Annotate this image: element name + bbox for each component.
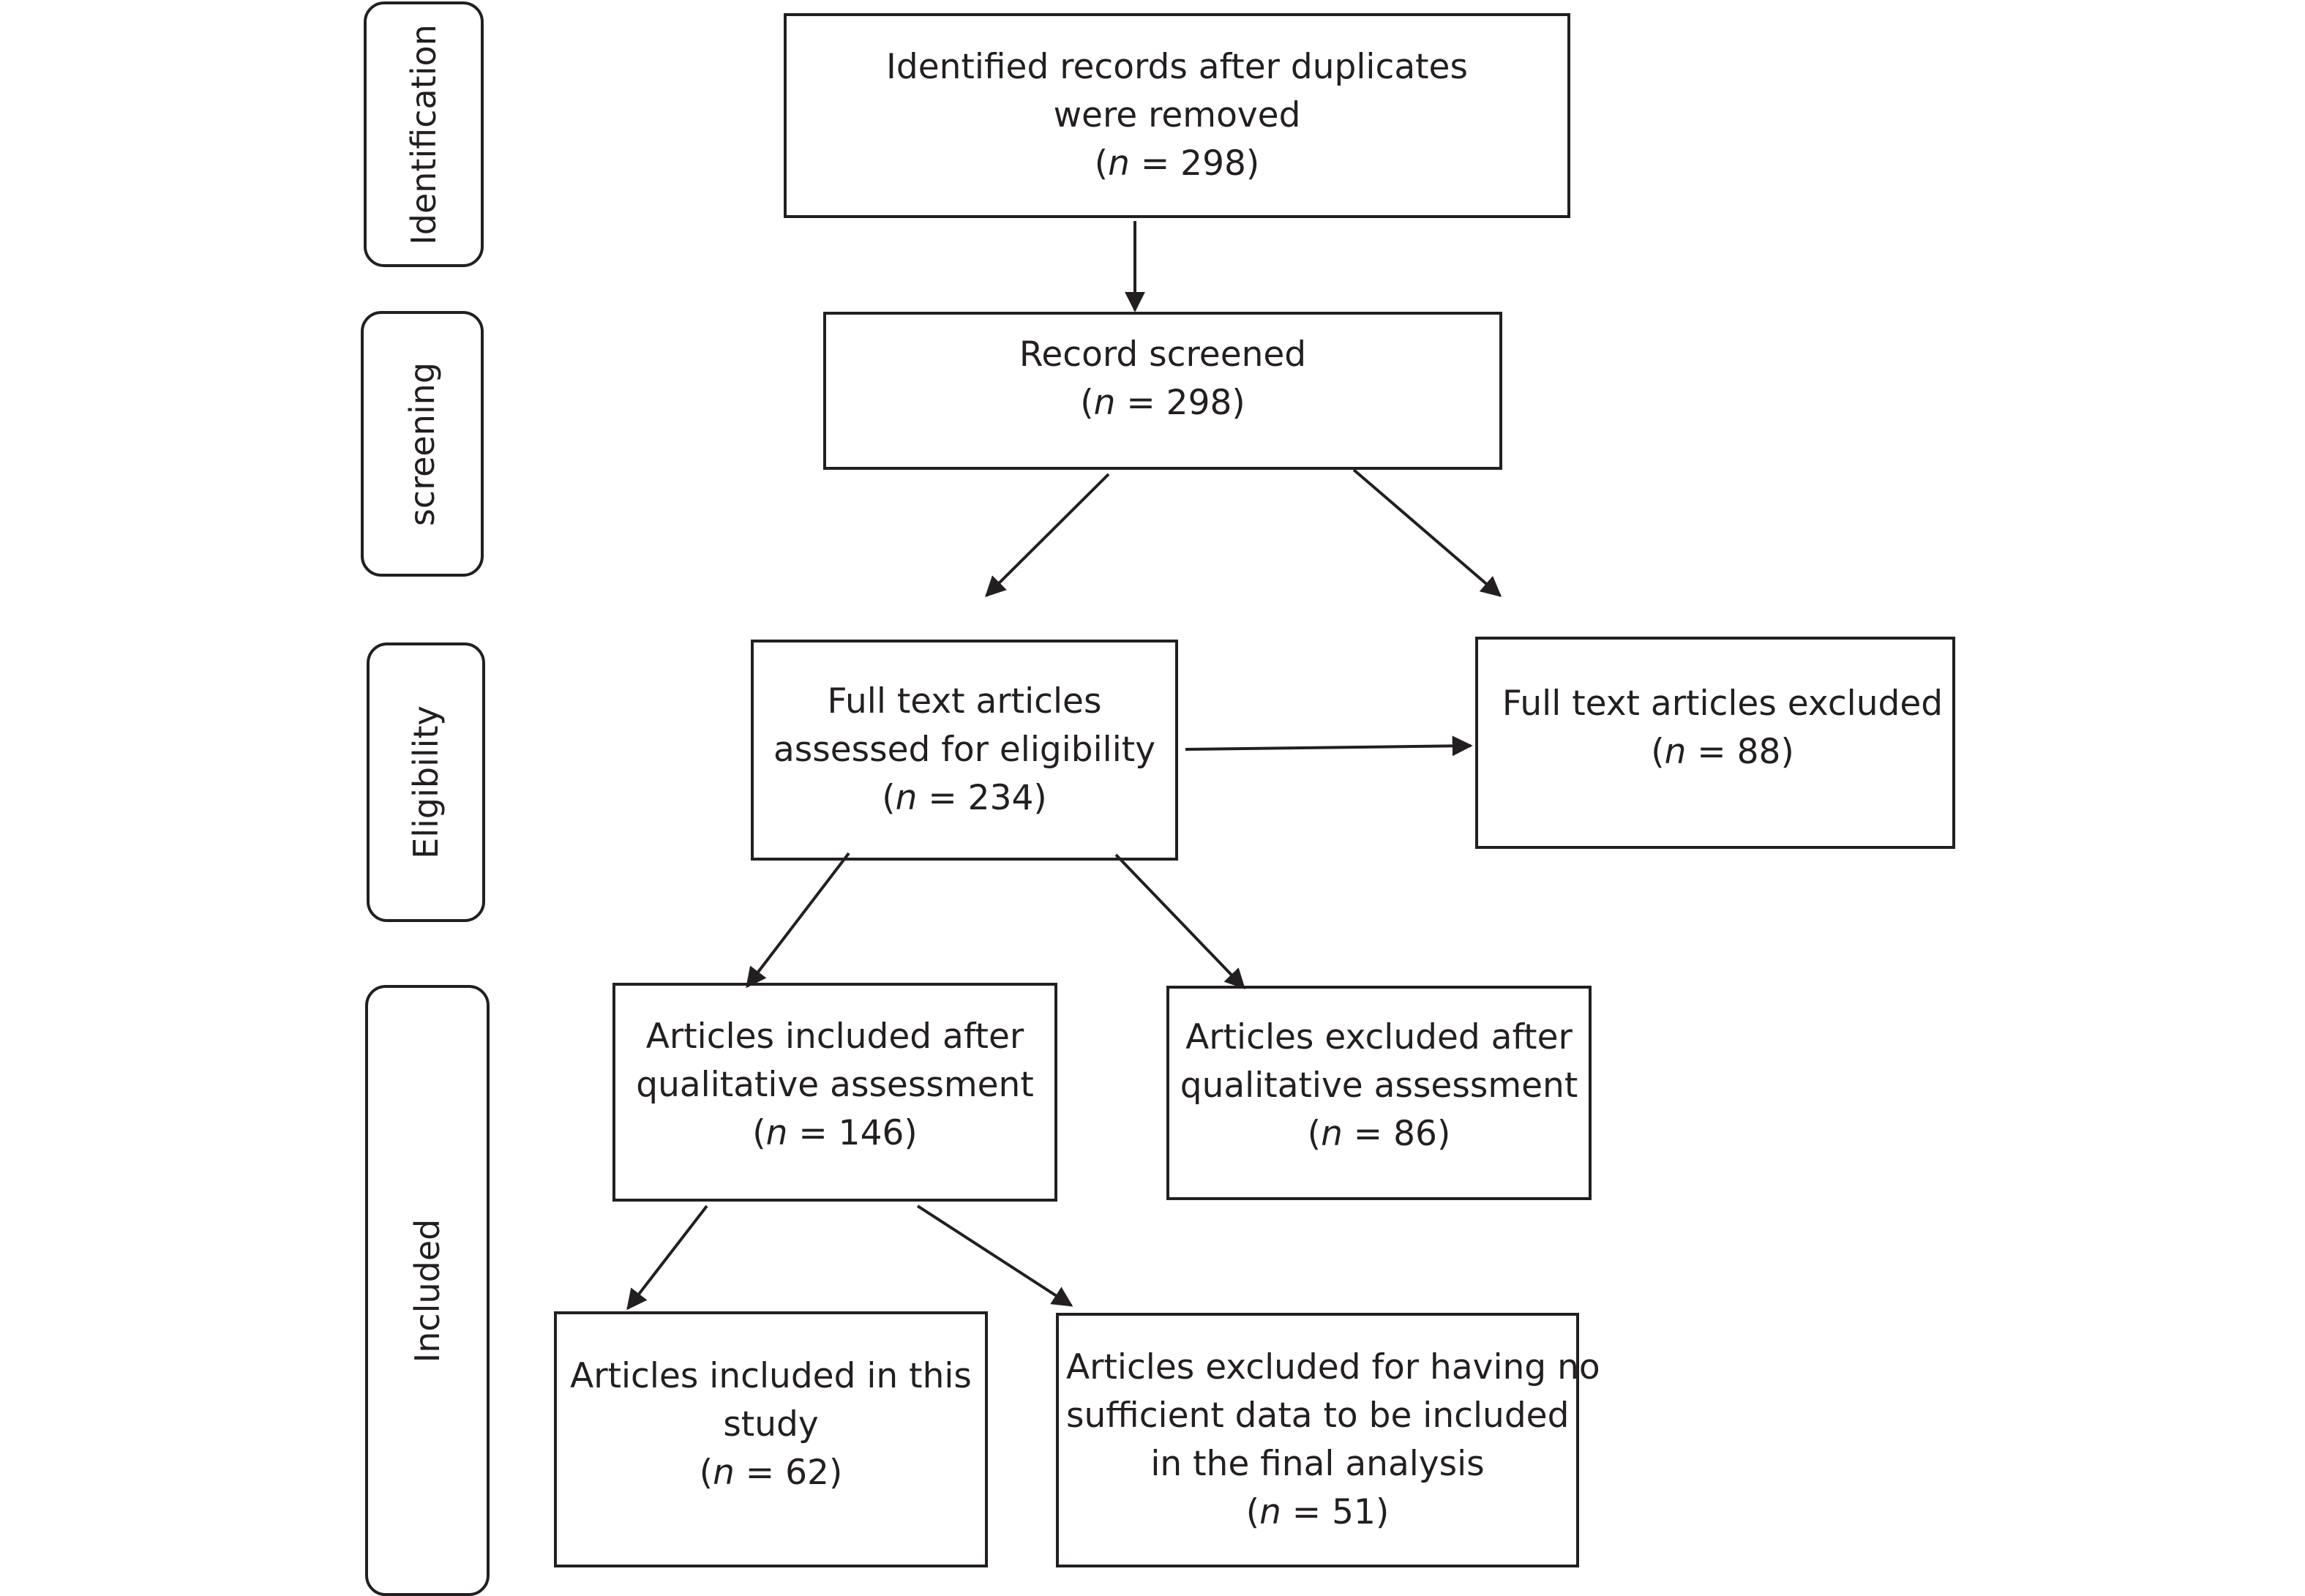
identified-records-box: Identified records after duplicates were… xyxy=(784,13,1570,218)
study-included-line-2: study xyxy=(723,1404,819,1445)
qualitative-excluded-box: Articles excluded after qualitative asse… xyxy=(1166,986,1592,1200)
assessed-count: (n = 234) xyxy=(882,778,1047,818)
assessed-line-2: assessed for eligibility xyxy=(773,730,1156,770)
screened-line-1: Record screened xyxy=(1019,334,1307,375)
arrow-assessed-to-qual-included xyxy=(746,852,850,989)
stage-included-label: Included xyxy=(408,1218,447,1363)
insufficient-data-excluded-box: Articles excluded for having no sufficie… xyxy=(1056,1313,1600,1567)
screened-count: (n = 298) xyxy=(1080,383,1245,423)
stage-identification: Identification xyxy=(364,1,484,267)
record-screened-box: Record screened (n = 298) xyxy=(823,312,1502,470)
identified-count: (n = 298) xyxy=(1094,143,1260,184)
arrow-assessed-to-qual-excluded xyxy=(1114,853,1245,990)
stage-eligibility-label: Eligibility xyxy=(406,705,446,859)
arrow-qual-included-to-insufficient-excluded xyxy=(916,1205,1073,1307)
qual-excluded-line-1: Articles excluded after xyxy=(1185,1016,1573,1057)
arrow-screened-to-right xyxy=(1352,468,1502,597)
study-included-line-1: Articles included in this xyxy=(570,1356,972,1396)
qual-included-line-2: qualitative assessment xyxy=(636,1064,1034,1105)
insufficient-line-2: sufficient data to be included xyxy=(1066,1395,1570,1436)
fulltext-excluded-line-1: Full text articles excluded xyxy=(1502,683,1944,724)
study-included-count: (n = 62) xyxy=(699,1453,843,1493)
stage-eligibility: Eligibility xyxy=(367,642,485,922)
assessed-eligibility-box: Full text articles assessed for eligibil… xyxy=(751,640,1178,861)
insufficient-count: (n = 51) xyxy=(1245,1492,1390,1532)
identified-line-2: were removed xyxy=(1053,95,1301,135)
qual-included-count: (n = 146) xyxy=(752,1112,918,1153)
qualitative-included-box: Articles included after qualitative asse… xyxy=(612,983,1057,1202)
stage-screening: screening xyxy=(361,311,484,577)
stage-screening-label: screening xyxy=(402,361,442,526)
stage-identification-label: Identification xyxy=(404,23,443,245)
stage-included: Included xyxy=(365,985,490,1596)
qual-excluded-count: (n = 86) xyxy=(1307,1113,1451,1154)
arrow-qual-included-to-study-included xyxy=(626,1205,708,1311)
insufficient-line-3: in the final analysis xyxy=(1150,1444,1485,1484)
arrow-screened-to-assessed xyxy=(985,473,1110,597)
identified-line-1: Identified records after duplicates xyxy=(886,47,1468,87)
assessed-line-1: Full text articles xyxy=(827,681,1102,722)
qual-included-line-1: Articles included after xyxy=(645,1016,1024,1057)
arrow-assessed-to-fulltext-excluded xyxy=(1185,735,1473,757)
fulltext-excluded-box: Full text articles excluded (n = 88) xyxy=(1475,637,1955,849)
qual-excluded-line-2: qualitative assessment xyxy=(1180,1065,1578,1106)
insufficient-line-1: Articles excluded for having no xyxy=(1066,1347,1600,1387)
study-included-box: Articles included in this study (n = 62) xyxy=(554,1311,988,1567)
fulltext-excluded-count: (n = 88) xyxy=(1651,732,1794,772)
